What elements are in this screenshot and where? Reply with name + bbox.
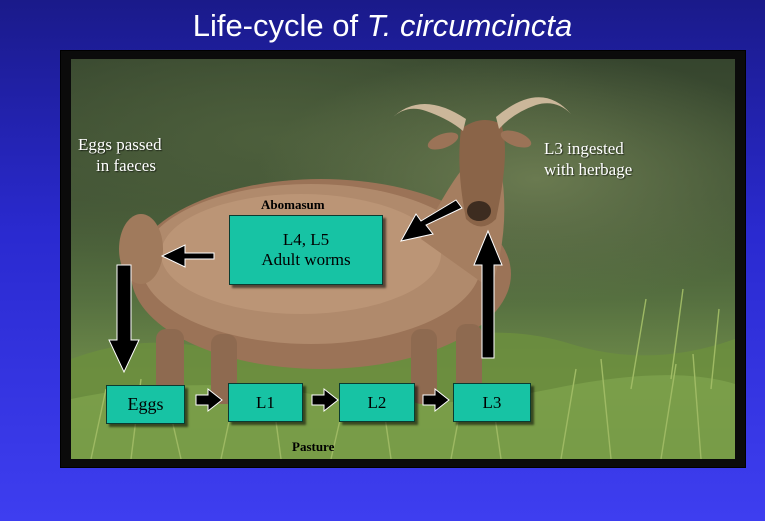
l1-stage-box: L1 bbox=[228, 383, 303, 422]
eggs-passed-label: Eggs passed in faeces bbox=[78, 134, 162, 176]
title-prefix: Life-cycle of bbox=[193, 8, 367, 43]
abomasum-label: Abomasum bbox=[261, 197, 325, 213]
pasture-label: Pasture bbox=[292, 439, 334, 455]
l3-stage-box: L3 bbox=[453, 383, 531, 422]
title-species: T. circumcincta bbox=[367, 8, 573, 43]
abomasum-stage-box: L4, L5 Adult worms bbox=[229, 215, 383, 285]
eggs-stage-box: Eggs bbox=[106, 385, 185, 424]
slide-title: Life-cycle of T. circumcincta bbox=[0, 6, 765, 46]
l2-stage-box: L2 bbox=[339, 383, 415, 422]
l3-ingested-label: L3 ingested with herbage bbox=[544, 138, 632, 180]
